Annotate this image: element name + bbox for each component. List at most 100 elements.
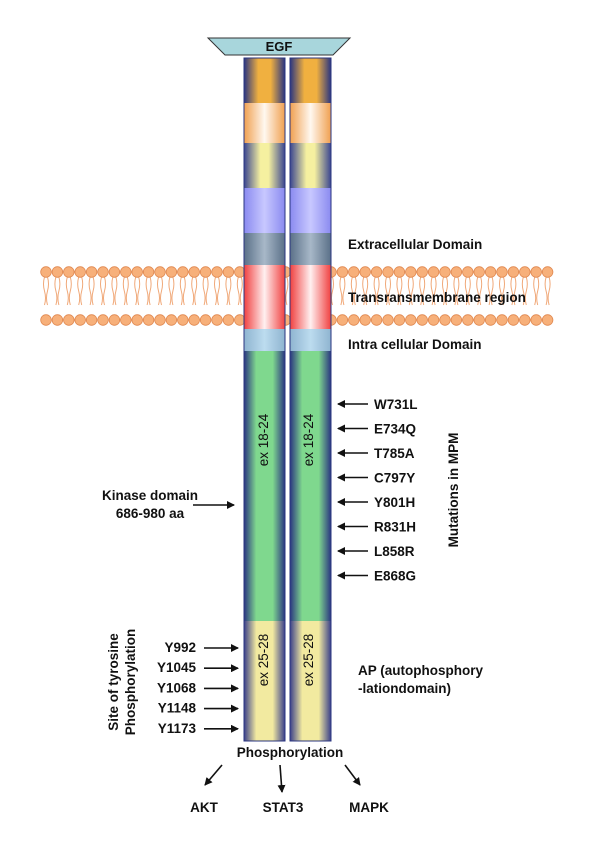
lipid-head (450, 314, 463, 326)
lipid-head (484, 266, 497, 278)
lipid-tail (467, 276, 471, 306)
lipid-tail (205, 276, 209, 306)
lipid-tail (362, 276, 366, 306)
lipid-head (519, 314, 531, 326)
lipid-head (370, 314, 383, 326)
mutation-label: L858R (374, 544, 415, 559)
lipid-tail (168, 276, 172, 306)
receptor-chain-left (243, 57, 286, 742)
lipid-head (496, 314, 508, 326)
downstream-akt: AKT (190, 800, 218, 815)
lipid-head (530, 314, 542, 326)
lipid-head (336, 314, 349, 326)
receptor-segment (244, 143, 285, 188)
receptor-segment (290, 143, 331, 188)
lipid-head (222, 314, 235, 326)
lipid-tail (445, 276, 448, 306)
phospho-site-label: Y1173 (158, 721, 197, 736)
intracellular-domain-label: Intra cellular Domain (348, 337, 482, 352)
receptor-segment (244, 329, 285, 351)
phospho-site-label: Y1045 (157, 660, 197, 675)
lipid-head (188, 266, 200, 278)
receptor-segment (244, 58, 285, 103)
lipid-tail (510, 276, 514, 306)
mutation-label: W731L (374, 397, 418, 412)
lipid-tail (547, 276, 551, 306)
lipid-head (393, 266, 406, 278)
lipid-head (382, 314, 394, 326)
lipid-head (165, 266, 178, 278)
lipid-head (40, 266, 52, 278)
mutation-label: E868G (374, 569, 416, 584)
lipid-tail (533, 276, 537, 306)
phospho-sites-title-line1: Site of tyrosine (106, 633, 121, 731)
lipid-tail (228, 276, 232, 306)
exon-ap-left: ex 25-28 (256, 634, 271, 687)
ap-domain-label-line1: AP (autophosphory (358, 663, 483, 678)
downstream-stat3: STAT3 (263, 800, 304, 815)
lipid-tail (536, 276, 540, 306)
lipid-tail (342, 276, 346, 306)
mutation-label: E734Q (374, 422, 416, 437)
mutation-label: R831H (374, 520, 416, 535)
lipid-tail (365, 276, 369, 306)
lipid-head (405, 266, 417, 278)
lipid-tail (285, 276, 289, 306)
lipid-tail (202, 276, 206, 306)
lipid-head (40, 314, 52, 326)
lipid-tail (464, 276, 468, 306)
lipid-tail (239, 276, 243, 306)
lipid-tail (502, 276, 505, 306)
lipid-head (519, 266, 531, 278)
lipid-tail (217, 276, 220, 306)
lipid-head (462, 266, 474, 278)
lipid-head (450, 266, 463, 278)
lipid-head (142, 266, 155, 278)
lipid-tail (57, 276, 61, 306)
lipid-tail (100, 276, 103, 306)
lipid-head (222, 266, 235, 278)
lipid-head (97, 314, 109, 326)
lipid-tail (388, 276, 391, 306)
phospho-site-label: Y1148 (158, 701, 197, 716)
lipid-tail (194, 276, 198, 306)
lipid-tail (225, 276, 229, 306)
receptor-chains (243, 57, 332, 742)
lipid-head (427, 314, 440, 326)
receptor-segment (290, 233, 331, 265)
receptor-segment (290, 188, 331, 233)
receptor-segment (244, 188, 285, 233)
lipid-tail (419, 276, 423, 306)
arrow-to-akt (204, 764, 223, 786)
lipid-tail (407, 276, 411, 306)
lipid-head (51, 314, 64, 326)
lipid-tail (191, 276, 195, 306)
lipid-head (416, 266, 428, 278)
lipid-head (393, 314, 406, 326)
egf-ligand: EGF (206, 37, 352, 56)
lipid-head (165, 314, 178, 326)
receptor-segment (290, 265, 331, 329)
receptor-segment (290, 58, 331, 103)
lipid-head (530, 266, 542, 278)
lipid-tail (54, 276, 58, 306)
lipid-tail (476, 276, 480, 306)
lipid-tail (65, 276, 69, 306)
lipid-head (427, 266, 440, 278)
lipid-head (142, 314, 155, 326)
lipid-head (108, 266, 121, 278)
lipid-tail (521, 276, 525, 306)
lipid-head (131, 266, 143, 278)
lipid-tail (68, 276, 72, 306)
lipid-tail (479, 276, 483, 306)
lipid-head (63, 266, 75, 278)
lipid-head (85, 266, 98, 278)
receptor-segment (290, 329, 331, 351)
lipid-tail (111, 276, 115, 306)
lipid-tail (339, 276, 343, 306)
receptor-segment (244, 265, 285, 329)
lipid-head (154, 266, 166, 278)
